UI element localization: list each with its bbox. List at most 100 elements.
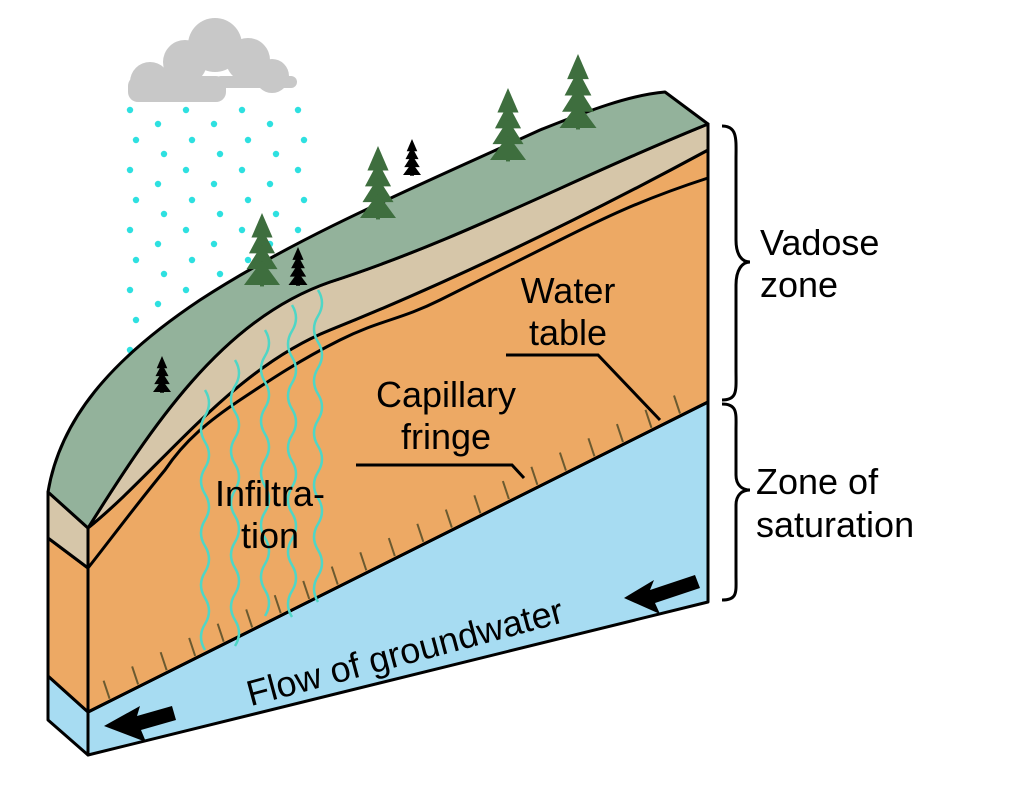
water-table-line xyxy=(87,400,709,714)
groundwater-flow-arrow-left xyxy=(104,706,176,742)
soil-boundary-line xyxy=(86,176,709,569)
rain-drop xyxy=(210,120,218,128)
infiltration-label-line1: Infiltra- xyxy=(215,473,325,514)
water-table-label-line2: table xyxy=(529,312,607,353)
rain-drop xyxy=(132,136,140,144)
rain-drop xyxy=(238,226,246,234)
rain-drop xyxy=(132,196,140,204)
tree-icon xyxy=(244,213,280,287)
capillary-tick xyxy=(616,423,624,443)
capillary-fringe-leader-line xyxy=(356,463,526,480)
capillary-tick xyxy=(587,437,596,457)
water-table-label-line1: Water xyxy=(521,270,616,311)
capillary-tick xyxy=(131,666,140,685)
tree-icon xyxy=(490,88,526,162)
tree-icons xyxy=(153,54,597,393)
rain-drop xyxy=(210,180,218,188)
rain-drop xyxy=(132,256,140,264)
capillary-tick xyxy=(387,537,396,557)
rain-drop xyxy=(238,106,246,114)
tree-icon xyxy=(153,356,171,393)
cloud-icon xyxy=(128,18,297,102)
rain-drop xyxy=(182,226,190,234)
infiltration-line xyxy=(199,389,211,651)
rain-drop xyxy=(154,120,162,128)
rain-drop xyxy=(160,210,168,218)
zone-of-saturation-label-line1: Zone of xyxy=(756,461,879,502)
rain-drop xyxy=(294,106,302,114)
rain-drop xyxy=(210,240,218,248)
infiltration-line xyxy=(259,329,271,617)
rain-drop xyxy=(294,166,302,174)
infiltration-line xyxy=(229,359,241,647)
capillary-fringe-ticks xyxy=(102,395,681,700)
rain-drop xyxy=(266,180,274,188)
rain-drop xyxy=(160,150,168,158)
capillary-tick xyxy=(444,509,453,528)
rain-drop xyxy=(154,180,162,188)
capillary-tick xyxy=(159,651,168,671)
rain-drop xyxy=(300,196,308,204)
rain-drop xyxy=(182,106,190,114)
vadose-zone-label-line1: Vadose xyxy=(760,222,879,263)
rain-drop xyxy=(188,136,196,144)
rain-drop xyxy=(182,286,190,294)
infiltration-line xyxy=(286,304,298,618)
rain-drop xyxy=(272,210,280,218)
rain-drop xyxy=(126,226,134,234)
capillary-tick xyxy=(330,566,339,585)
capillary-fringe-label-line1: Capillary xyxy=(376,374,516,415)
rain-drop xyxy=(126,166,134,174)
vadose-zone-label-line2: zone xyxy=(760,264,838,305)
capillary-tick xyxy=(644,409,653,429)
tree-icon xyxy=(288,247,308,286)
infiltration-label-line2: tion xyxy=(241,515,299,556)
tree-icon xyxy=(403,139,421,176)
capillary-fringe-label-line2: fringe xyxy=(401,416,491,457)
rain-drop xyxy=(216,270,224,278)
capillary-tick xyxy=(558,452,567,471)
vegetation-surface xyxy=(46,90,710,530)
rain-drop xyxy=(132,316,140,324)
capillary-tick xyxy=(673,395,681,414)
rain-drop xyxy=(244,136,252,144)
capillary-tick xyxy=(188,637,197,657)
capillary-tick xyxy=(416,523,425,543)
capillary-tick xyxy=(473,495,482,514)
rain-drop xyxy=(216,150,224,158)
capillary-tick xyxy=(501,480,510,500)
rain-drop xyxy=(244,256,252,264)
tree-icon xyxy=(559,54,597,130)
rain-drop xyxy=(238,166,246,174)
capillary-tick xyxy=(359,552,368,571)
capillary-tick xyxy=(530,466,539,486)
rain-drop xyxy=(126,106,134,114)
rain-drop xyxy=(216,210,224,218)
rain-drop xyxy=(294,226,302,234)
rain-drop xyxy=(154,300,162,308)
infiltration-line xyxy=(312,289,324,603)
rain-drop xyxy=(182,166,190,174)
rain-drop xyxy=(126,286,134,294)
rain-drop xyxy=(272,150,280,158)
rain-drop xyxy=(160,270,168,278)
zone-of-saturation-label-line2: saturation xyxy=(756,504,914,545)
capillary-tick xyxy=(245,609,254,628)
rain-drop xyxy=(188,196,196,204)
groundwater-flow-arrow-right xyxy=(624,575,700,614)
capillary-tick xyxy=(102,680,111,700)
infiltration-lines xyxy=(199,289,324,651)
rain-drop xyxy=(300,136,308,144)
water-table-leader-line xyxy=(506,353,662,422)
rain-drop xyxy=(154,240,162,248)
rain-drop xyxy=(266,120,274,128)
zone-of-saturation-bracket xyxy=(721,402,751,602)
rain-drop xyxy=(244,196,252,204)
vadose-zone-bracket xyxy=(721,124,751,402)
capillary-tick xyxy=(273,594,282,614)
tree-icon xyxy=(360,146,396,220)
rain-drop xyxy=(188,256,196,264)
capillary-tick xyxy=(302,580,311,600)
capillary-tick xyxy=(216,623,225,642)
